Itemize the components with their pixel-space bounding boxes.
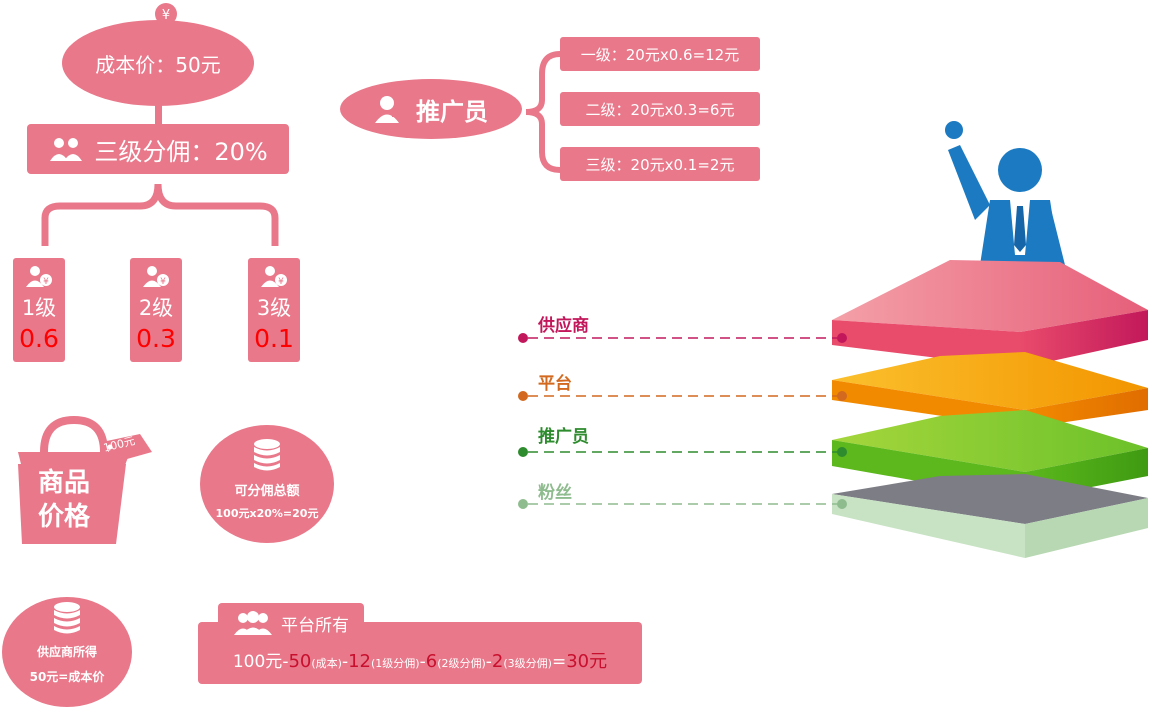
level-2-card: ¥ 2级 0.3	[130, 258, 182, 362]
level-1-card: ¥ 1级 0.6	[13, 258, 65, 362]
cost-price-node: 成本价：50元	[62, 20, 254, 106]
layer-label-platform-text: 平台	[538, 374, 572, 394]
promoter-brace	[525, 51, 561, 173]
svg-text:¥: ¥	[43, 277, 49, 287]
three-level-commission-node: 三级分佣：20%	[27, 124, 289, 174]
product-price-line1: 商品	[37, 468, 90, 498]
supplier-income-node: 供应商所得 50元=成本价	[2, 597, 132, 707]
total-commission-formula: 100元x20%=20元	[215, 507, 319, 520]
level-1-name: 1级	[21, 296, 57, 320]
coin-stack-icon	[254, 439, 280, 471]
coin-stack-icon	[54, 602, 80, 634]
level-2-value: 0.3	[136, 324, 176, 353]
user-arrow-icon	[375, 96, 404, 123]
layer-label-fans: 粉丝	[538, 478, 572, 503]
promoter-level-1-box: 一级：20元x0.6=12元	[560, 37, 760, 71]
leader-line-promoter	[518, 447, 847, 457]
formula-equals: =	[551, 652, 567, 672]
level-1-value: 0.6	[19, 324, 59, 353]
formula-minus: -	[341, 652, 349, 672]
formula-l2-value: 6	[425, 651, 438, 672]
promoter-node: 推广员	[340, 79, 522, 139]
total-commission-title: 可分佣总额	[234, 484, 300, 499]
formula-base: 100元	[232, 652, 283, 672]
formula-minus: -	[485, 652, 492, 672]
layer-pyramid	[832, 121, 1148, 558]
promoter-level-3-box: 三级：20元x0.1=2元	[560, 147, 760, 181]
promoter-level-1-text: 一级：20元x0.6=12元	[580, 45, 740, 64]
formula-l1-value: 12	[348, 651, 371, 672]
formula-minus: -	[282, 652, 289, 672]
level-3-card: ¥ 3级 0.1	[248, 258, 300, 362]
price-tag-icon	[102, 434, 152, 462]
promoter-level-2-text: 二级：20元x0.3=6元	[585, 100, 735, 119]
platform-title-tab: 平台所有	[218, 603, 364, 643]
user-money-icon: ¥	[143, 266, 169, 287]
formula-cost-note: (成本)	[311, 657, 342, 670]
shopping-bag-icon	[18, 415, 130, 544]
platform-title: 平台所有	[281, 615, 349, 636]
cost-price-label: 成本价：50元	[95, 52, 221, 77]
total-commission-node: 可分佣总额 100元x20%=20元	[200, 425, 334, 543]
connector-line	[155, 96, 162, 126]
svg-text:¥: ¥	[162, 8, 170, 23]
layer-label-supplier: 供应商	[538, 311, 589, 336]
layer-label-promoter-text: 推广员	[538, 427, 589, 447]
businessman-figure	[945, 121, 1065, 268]
user-money-icon: ¥	[261, 266, 287, 287]
product-price-title: 商品 价格	[12, 466, 116, 534]
product-price-line2: 价格	[37, 502, 90, 532]
promoter-level-2-box: 二级：20元x0.3=6元	[560, 92, 760, 126]
level-2-name: 2级	[138, 296, 174, 320]
group-users-icon	[50, 138, 83, 161]
tree-brace	[41, 183, 279, 246]
formula-l1-note: (1级分佣)	[371, 657, 420, 670]
layer-label-fans-text: 粉丝	[538, 483, 572, 503]
group-users-icon	[234, 611, 272, 635]
svg-text:¥: ¥	[278, 277, 284, 287]
formula-result: 30元	[566, 651, 608, 672]
level-3-name: 3级	[256, 296, 292, 320]
formula-l3-note: (3级分佣)	[503, 657, 552, 670]
leader-line-platform	[518, 391, 847, 401]
layer-label-platform: 平台	[538, 369, 572, 394]
leader-line-fans	[518, 499, 847, 509]
layer-label-supplier-text: 供应商	[538, 316, 589, 336]
formula-cost-value: 50	[288, 651, 312, 672]
level-3-value: 0.1	[254, 324, 294, 353]
supplier-income-formula: 50元=成本价	[29, 670, 105, 684]
money-hand-icon: ¥	[148, 2, 184, 36]
leader-line-supplier	[518, 333, 847, 343]
formula-l3-value: 2	[491, 651, 504, 672]
user-money-icon: ¥	[26, 266, 52, 287]
promoter-label: 推广员	[416, 97, 488, 126]
layer-label-promoter: 推广员	[538, 422, 589, 447]
three-level-commission-label: 三级分佣：20%	[94, 137, 268, 166]
formula-l2-note: (2级分佣)	[437, 657, 486, 670]
supplier-income-title: 供应商所得	[36, 645, 97, 659]
svg-text:¥: ¥	[160, 277, 166, 287]
formula-minus: -	[419, 652, 426, 672]
promoter-level-3-text: 三级：20元x0.1=2元	[585, 155, 735, 174]
